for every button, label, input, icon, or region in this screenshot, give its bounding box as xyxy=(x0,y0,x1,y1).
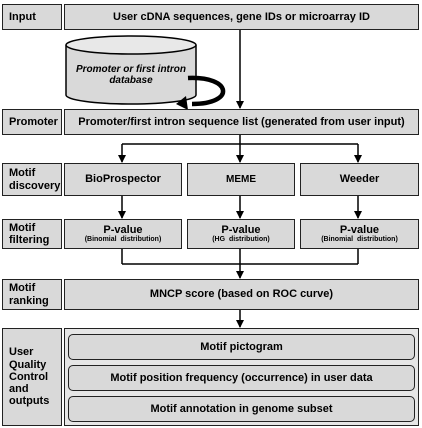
filter-2-sub: (HG distribution) xyxy=(212,236,270,244)
input-label: Input xyxy=(2,4,62,30)
filter-box-3: P-value (Binomial distribution) xyxy=(300,219,419,249)
ranking-label-line1: Motif xyxy=(9,282,36,295)
ranking-content: MNCP score (based on ROC curve) xyxy=(149,288,334,301)
tool-bioprospector-label: BioProspector xyxy=(85,173,161,186)
promoter-box: Promoter/first intron sequence list (gen… xyxy=(64,109,419,135)
database-label: Promoter or first intron database xyxy=(66,54,196,96)
outputs-label: User Quality Control and outputs xyxy=(2,328,62,426)
database-line1: Promoter or first intron xyxy=(75,63,186,75)
filter-1-sub: (Binomial distribution) xyxy=(84,236,162,244)
input-content: User cDNA sequences, gene IDs or microar… xyxy=(113,10,370,23)
output-item-3-text: Motif annotation in genome subset xyxy=(150,402,333,415)
filter-box-2: P-value (HG distribution) xyxy=(187,219,295,249)
discovery-label-line2: discovery xyxy=(9,179,61,192)
outputs-label-line1: User xyxy=(9,346,34,359)
database-cylinder xyxy=(65,35,197,105)
filter-3-sub: (Binomial distribution) xyxy=(321,236,398,244)
database-line2: database xyxy=(109,75,153,86)
promoter-label: Promoter xyxy=(2,109,62,135)
input-label-text: Input xyxy=(9,10,36,23)
promoter-label-text: Promoter xyxy=(9,115,58,128)
circular-arrow-icon xyxy=(187,75,226,107)
tool-meme-label: MEME xyxy=(226,173,256,185)
filtering-label-line1: Motif xyxy=(9,221,36,234)
discovery-label-line1: Motif xyxy=(9,167,36,180)
ranking-label-line2: ranking xyxy=(9,294,49,307)
promoter-content: Promoter/first intron sequence list (gen… xyxy=(78,115,405,128)
output-item-annotation: Motif annotation in genome subset xyxy=(68,396,415,422)
tool-meme: MEME xyxy=(187,163,295,196)
filter-box-1: P-value (Binomial distribution) xyxy=(64,219,182,249)
filtering-label: Motif filtering xyxy=(2,219,62,249)
outputs-label-line3: Control xyxy=(9,370,49,383)
output-item-1-text: Motif pictogram xyxy=(200,340,283,353)
filter-2-title: P-value xyxy=(221,223,261,236)
output-item-2-text: Motif position frequency (occurrence) in… xyxy=(110,371,373,384)
outputs-label-line5: outputs xyxy=(9,395,50,408)
output-item-position-frequency: Motif position frequency (occurrence) in… xyxy=(68,365,415,391)
filter-1-title: P-value xyxy=(103,223,143,236)
tool-weeder: Weeder xyxy=(300,163,419,196)
tool-bioprospector: BioProspector xyxy=(64,163,182,196)
outputs-label-line4: and xyxy=(9,383,29,396)
filter-3-title: P-value xyxy=(339,223,380,236)
outputs-label-line2: Quality xyxy=(9,358,47,371)
discovery-label: Motif discovery xyxy=(2,163,62,196)
ranking-label: Motif ranking xyxy=(2,279,62,310)
input-box: User cDNA sequences, gene IDs or microar… xyxy=(64,4,419,30)
output-item-pictogram: Motif pictogram xyxy=(68,334,415,360)
ranking-box: MNCP score (based on ROC curve) xyxy=(64,279,419,310)
filtering-label-line2: filtering xyxy=(9,234,50,246)
tool-weeder-label: Weeder xyxy=(339,173,380,186)
